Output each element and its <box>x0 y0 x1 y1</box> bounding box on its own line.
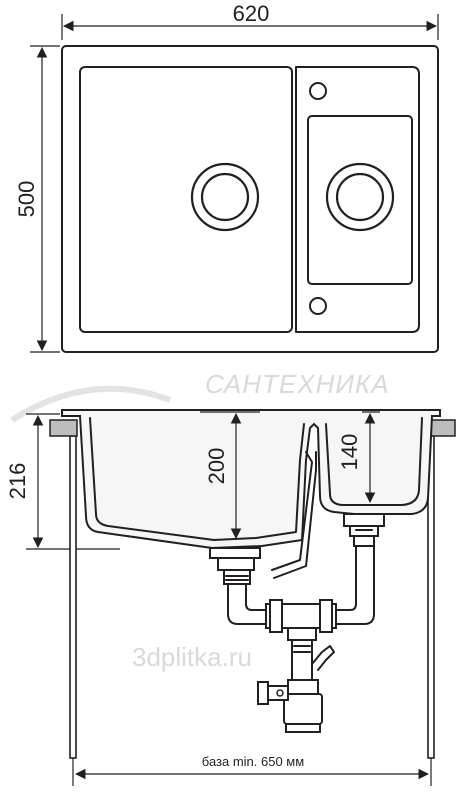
countertop-left <box>49 419 78 437</box>
cabinet-wall-left <box>69 435 77 759</box>
small-drain-assembly <box>343 513 385 547</box>
base-dimension: база min. 650 мм <box>72 754 432 786</box>
bottle-trap <box>257 679 323 733</box>
tap-hole-top <box>309 82 327 100</box>
main-bowl-inner <box>89 417 305 541</box>
height-label: 216 <box>5 463 30 500</box>
small-drain-top <box>325 162 395 232</box>
side-view: 216 <box>5 409 456 786</box>
watermark-swoosh <box>10 385 172 423</box>
hose-connector <box>311 645 335 671</box>
width-dimension: 620 <box>61 1 439 40</box>
main-bowl-depth-dimension: 200 <box>200 411 260 540</box>
small-bowl-depth-label: 140 <box>337 434 362 471</box>
watermark-site: 3dplitka.ru <box>132 642 252 672</box>
main-drain-top <box>190 162 260 232</box>
depth-dimension: 500 <box>14 45 60 353</box>
main-bowl-depth-label: 200 <box>204 448 229 485</box>
main-bowl-top <box>79 66 293 333</box>
divider-pipe <box>271 451 317 579</box>
siphon-pipes <box>227 545 375 625</box>
small-bowl-inner <box>325 417 423 506</box>
small-bowl-area-top <box>295 66 420 333</box>
top-view: 620 500 <box>14 1 439 353</box>
siphon-tee <box>265 599 337 681</box>
small-bowl-depth-dimension: 140 <box>337 411 380 504</box>
main-drain-assembly <box>209 547 261 585</box>
sink-section <box>61 409 441 550</box>
watermark-brand: САНТЕХНИКА <box>205 369 390 399</box>
depth-label: 500 <box>14 181 39 218</box>
base-label: база min. 650 мм <box>202 754 304 769</box>
overflow-hole-top <box>309 297 327 315</box>
width-label: 620 <box>233 1 270 26</box>
